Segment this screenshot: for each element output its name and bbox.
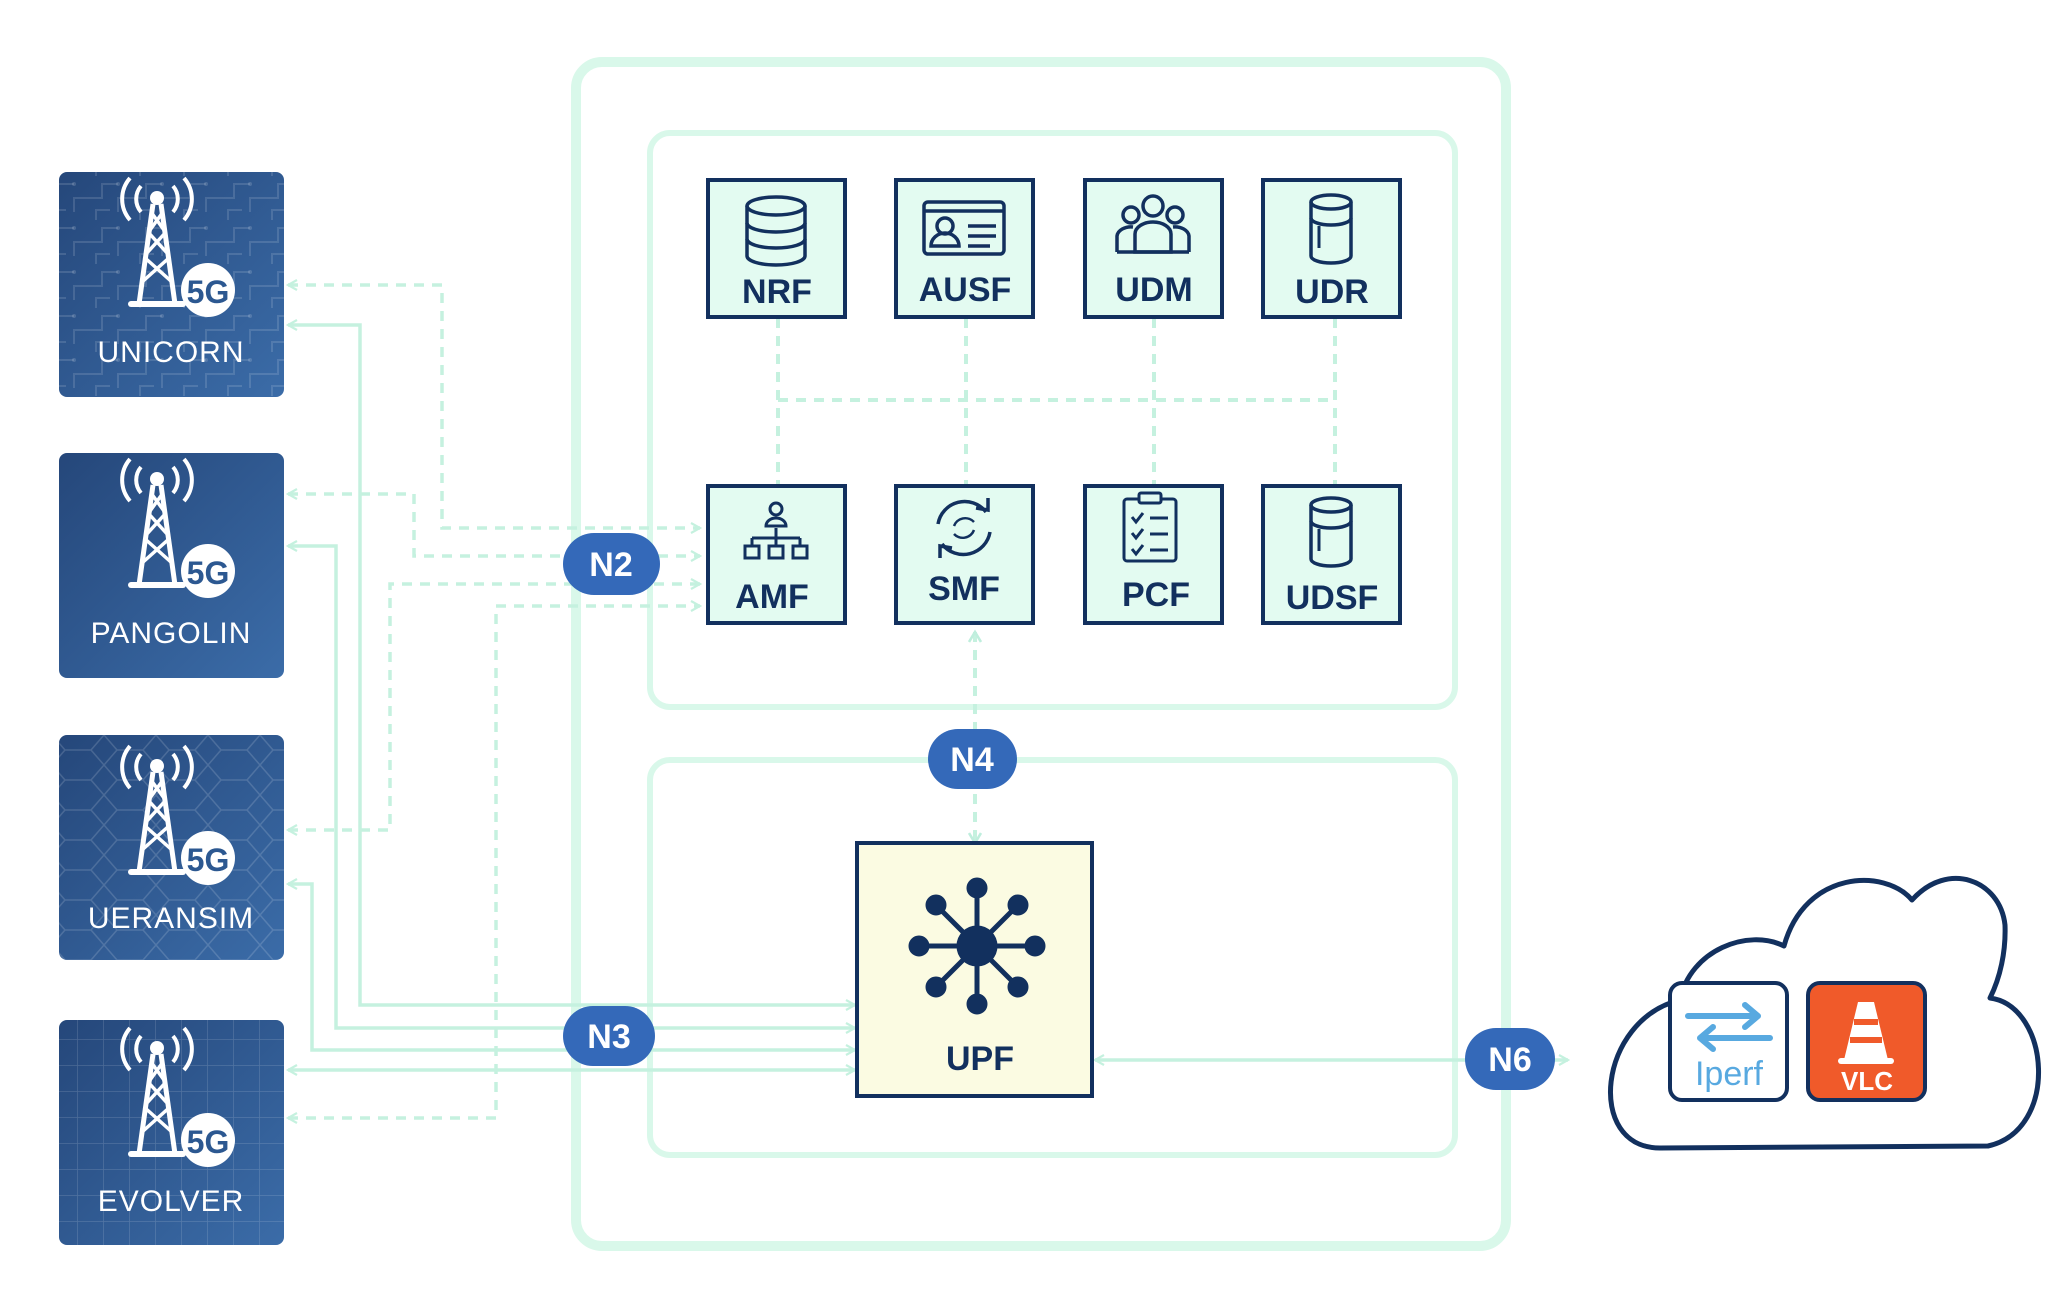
nf-udm-label: UDM	[1115, 271, 1192, 309]
traffic-cone-icon	[1838, 1002, 1894, 1064]
nf-udr[interactable]: UDR	[1261, 178, 1402, 319]
svg-text:N6: N6	[1488, 1041, 1531, 1079]
hierarchy-icon	[743, 501, 809, 560]
nf-smf[interactable]: SMF	[894, 484, 1035, 625]
ran-node-unicorn[interactable]: 5G UNICORN	[59, 172, 284, 397]
nf-udsf[interactable]: UDSF	[1261, 484, 1402, 625]
cell-tower-icon: 5G	[122, 1028, 235, 1167]
5g-badge: 5G	[187, 842, 230, 878]
nf-udr-label: UDR	[1295, 273, 1369, 311]
cylinder-icon	[1309, 193, 1353, 265]
data-network-cloud: Iperf VLC	[1608, 875, 2042, 1151]
transfer-arrows-icon	[1685, 1002, 1773, 1052]
interface-badge-n6: N6	[1465, 1028, 1555, 1090]
cell-tower-icon: 5G	[122, 459, 235, 598]
nf-nrf[interactable]: NRF	[706, 178, 847, 319]
n2-links	[288, 285, 700, 1118]
cell-tower-icon: 5G	[122, 178, 235, 317]
ran-name: EVOLVER	[98, 1185, 245, 1218]
ran-node-pangolin[interactable]: 5G PANGOLIN	[59, 453, 284, 678]
5g-badge: 5G	[187, 555, 230, 591]
ran-name: UNICORN	[98, 336, 245, 369]
nf-amf-label: AMF	[735, 578, 809, 616]
nf-udm[interactable]: UDM	[1083, 178, 1224, 319]
nf-ausf[interactable]: AUSF	[894, 178, 1035, 319]
iperf-label: Iperf	[1695, 1055, 1764, 1093]
upf-node[interactable]: UPF	[855, 841, 1094, 1098]
nf-udsf-label: UDSF	[1286, 579, 1379, 617]
ran-name: PANGOLIN	[91, 617, 252, 650]
id-card-icon	[922, 200, 1006, 256]
nf-smf-label: SMF	[928, 570, 1000, 608]
users-icon	[1115, 194, 1191, 254]
nf-nrf-label: NRF	[742, 273, 812, 311]
cell-tower-icon: 5G	[122, 746, 235, 885]
vlc-label: VLC	[1841, 1066, 1893, 1096]
svg-text:N3: N3	[587, 1018, 630, 1056]
checklist-icon	[1122, 491, 1178, 563]
sync-icon	[936, 498, 992, 558]
nf-service-bus	[776, 318, 1337, 486]
svg-text:N4: N4	[950, 741, 994, 779]
5g-badge: 5G	[187, 274, 230, 310]
upf-label: UPF	[946, 1040, 1014, 1078]
database-icon	[745, 195, 807, 267]
ran-node-ueransim[interactable]: 5G UERANSIM	[59, 735, 284, 960]
iperf-app[interactable]: Iperf	[1668, 981, 1789, 1102]
svg-text:N2: N2	[589, 546, 632, 584]
cylinder-icon	[1309, 496, 1353, 568]
interface-badge-n4: N4	[928, 729, 1017, 789]
vlc-app[interactable]: VLC	[1806, 981, 1927, 1102]
ran-node-evolver[interactable]: 5G EVOLVER	[59, 1020, 284, 1245]
nf-ausf-label: AUSF	[919, 271, 1012, 309]
5g-badge: 5G	[187, 1124, 230, 1160]
ran-name: UERANSIM	[88, 902, 254, 935]
nf-pcf[interactable]: PCF	[1083, 484, 1224, 625]
nf-pcf-label: PCF	[1122, 576, 1190, 614]
interface-badge-n2: N2	[563, 533, 660, 595]
nf-amf[interactable]: AMF	[706, 484, 847, 625]
network-hub-icon	[908, 877, 1046, 1015]
interface-badge-n3: N3	[563, 1006, 655, 1066]
